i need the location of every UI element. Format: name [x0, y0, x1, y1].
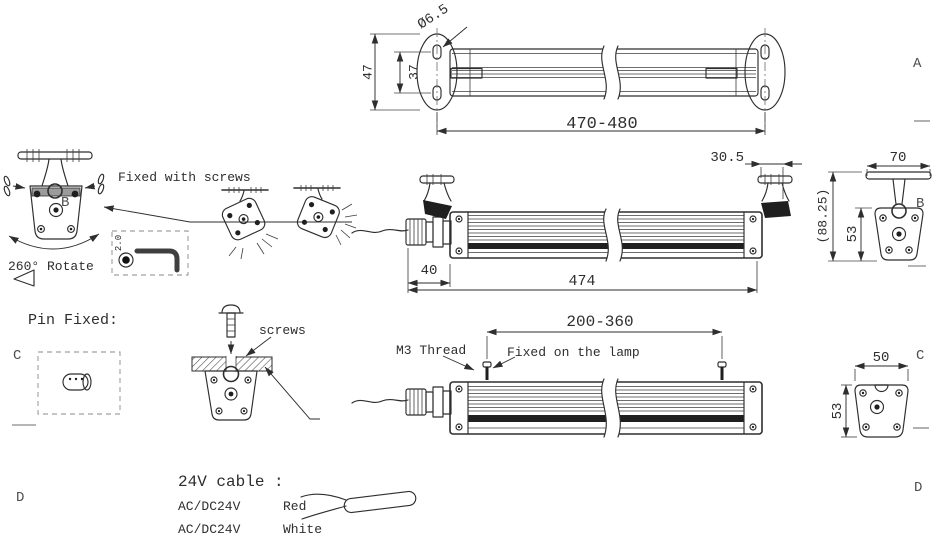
end-view-rail: [865, 171, 932, 180]
cable-illustration: [300, 490, 417, 520]
end-view-body: [874, 207, 924, 261]
cable-bottom: [351, 399, 409, 404]
t-bracket-right: [757, 174, 793, 218]
hole-dia-leader: [442, 26, 468, 48]
hole-diameter-label: Ø6.5: [415, 1, 452, 33]
ceiling-mount-detail: screws: [191, 304, 320, 421]
hex-key-size-label: 2.0: [114, 235, 124, 251]
tilted-lamp-left: [221, 187, 279, 260]
pin: [62, 373, 92, 391]
hex-key-detail: 2.0: [111, 230, 189, 276]
zone-d-right: D: [914, 480, 922, 496]
bracket-rail: [17, 151, 93, 160]
fixed-on-lamp-note: Fixed on the lamp: [507, 345, 640, 360]
tilted-lamp-right: [293, 185, 358, 246]
cable: [351, 229, 409, 234]
mount-screw: [218, 304, 244, 355]
zone-d-left: D: [16, 490, 24, 506]
m3-leader: [442, 355, 475, 371]
cable-row2-wire: White: [283, 522, 322, 536]
zone-c-left: C: [13, 348, 21, 364]
overall-height-label: (88.25): [816, 189, 831, 244]
end-body-height-label: 53: [845, 226, 861, 243]
pin-box: [37, 351, 121, 415]
view-label-b: B: [61, 195, 69, 211]
bracket-end-view: 70 (88.25) 53: [816, 150, 932, 262]
pin-fixed-title: Pin Fixed:: [28, 312, 118, 329]
pin-end-height-label: 53: [830, 403, 846, 420]
flange-height-label: 47: [361, 64, 376, 80]
zone-c-right: C: [916, 348, 924, 364]
cable-gland: [405, 216, 452, 248]
rotate-note: 260° Rotate: [8, 259, 94, 274]
wing-screw-left: [3, 175, 26, 197]
cable-row2-spec: AC/DC24V: [178, 522, 241, 536]
gland-length-label: 40: [421, 263, 438, 279]
body-length-label: 474: [568, 273, 595, 290]
screw-note-leader: [103, 205, 352, 223]
mount-bracket-body: [204, 370, 258, 421]
span-range-label: 200-360: [566, 313, 633, 331]
cable-row1-wire: Red: [283, 499, 306, 514]
cable-row1-spec: AC/DC24V: [178, 499, 241, 514]
cable-title: 24V cable :: [178, 473, 284, 491]
wing-screw-right: [84, 173, 105, 195]
pin-end-body: [854, 384, 909, 438]
cable-gland-bottom: [405, 386, 452, 418]
hole-spacing-label: 37: [407, 64, 422, 80]
zone-b-right: B: [916, 196, 924, 212]
m3-screw-right: [717, 361, 727, 380]
screws-leader: [245, 336, 272, 357]
bracket-offset-label: 30.5: [710, 150, 744, 166]
break-symbol-side: [603, 208, 623, 262]
m3-screw-left: [482, 361, 492, 380]
zone-a-right: A: [913, 56, 922, 72]
direction-triangle: [13, 269, 35, 287]
side-view: 30.5 40 474: [351, 150, 802, 294]
top-view: Ø6.5 47 37 470-480: [361, 1, 786, 135]
cable-detail: 24V cable : AC/DC24V Red AC/DC24V White: [178, 473, 417, 536]
pin-end-view: 50 53: [830, 350, 909, 438]
pivot: [47, 183, 63, 199]
ceiling-leader: [264, 366, 320, 420]
zone-labels: A B C D C D: [12, 56, 930, 506]
break-symbol-bottom: [601, 378, 621, 438]
break-symbol-top: [601, 45, 621, 100]
t-bracket-left: [419, 174, 455, 219]
m3-thread-note: M3 Thread: [396, 343, 466, 358]
tilted-lamp-icons: [221, 185, 358, 260]
hex-key-box: [111, 230, 189, 276]
rotation-detail: B 260° Rotate Fixed with screws: [3, 149, 352, 287]
pin-fixed-detail: Pin Fixed:: [28, 312, 121, 415]
end-width-label: 70: [890, 150, 907, 166]
screws-note: screws: [259, 323, 306, 338]
rotate-arc: [8, 233, 100, 250]
fixed-with-screws-note: Fixed with screws: [118, 170, 251, 185]
hex-key: [134, 248, 180, 273]
lamp-body-lines: [450, 49, 756, 96]
pin-end-width-label: 50: [873, 350, 890, 366]
fixed-leader: [492, 356, 516, 369]
bottom-view: M3 Thread Fixed on the lamp 200-360: [351, 313, 763, 438]
length-range-label: 470-480: [566, 115, 637, 134]
